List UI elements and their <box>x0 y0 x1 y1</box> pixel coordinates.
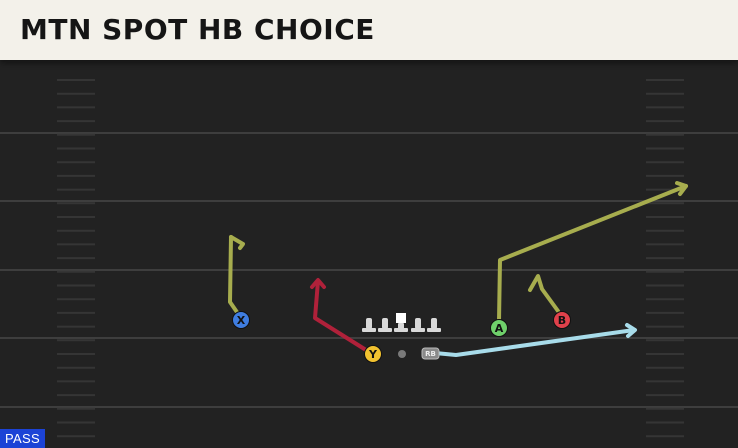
route-rb <box>433 328 636 357</box>
player-b-marker <box>553 311 571 329</box>
player-a[interactable]: A <box>490 319 508 337</box>
route-a-arrowhead <box>675 181 688 196</box>
player-y-label: Y <box>368 348 378 361</box>
lineman-icon <box>411 318 425 332</box>
player-y[interactable]: Y <box>364 345 382 363</box>
route-y <box>313 279 368 352</box>
play-type-badge: PASS <box>0 429 45 448</box>
player-rb-label: RB <box>425 350 436 358</box>
hash-marks-left <box>57 79 95 438</box>
lineman-icon <box>378 318 392 332</box>
player-a-label: A <box>495 322 504 335</box>
play-title: MTN SPOT HB CHOICE <box>20 13 375 46</box>
route-y-arrowhead <box>310 278 326 289</box>
player-x-label: X <box>237 314 246 327</box>
player-b[interactable]: B <box>553 311 571 329</box>
route-b <box>528 274 560 313</box>
football-field: X Y A B RB <box>0 79 738 438</box>
player-rb[interactable]: RB <box>421 347 440 360</box>
route-x-break <box>229 235 245 250</box>
player-x-marker <box>232 311 250 329</box>
yard-lines <box>0 132 738 408</box>
title-bar: MTN SPOT HB CHOICE <box>0 0 738 60</box>
player-x[interactable]: X <box>232 311 250 329</box>
quarterback-marker <box>398 350 406 358</box>
player-a-marker <box>490 319 508 337</box>
routes <box>228 181 688 357</box>
player-b-label: B <box>558 314 566 327</box>
lineman-icon <box>427 318 441 332</box>
offensive-line <box>362 313 441 332</box>
player-rb-marker <box>421 347 440 360</box>
center-icon <box>394 313 408 332</box>
player-y-marker <box>364 345 382 363</box>
lineman-icon <box>362 318 376 332</box>
route-a <box>497 184 688 323</box>
route-rb-arrowhead <box>625 323 637 338</box>
